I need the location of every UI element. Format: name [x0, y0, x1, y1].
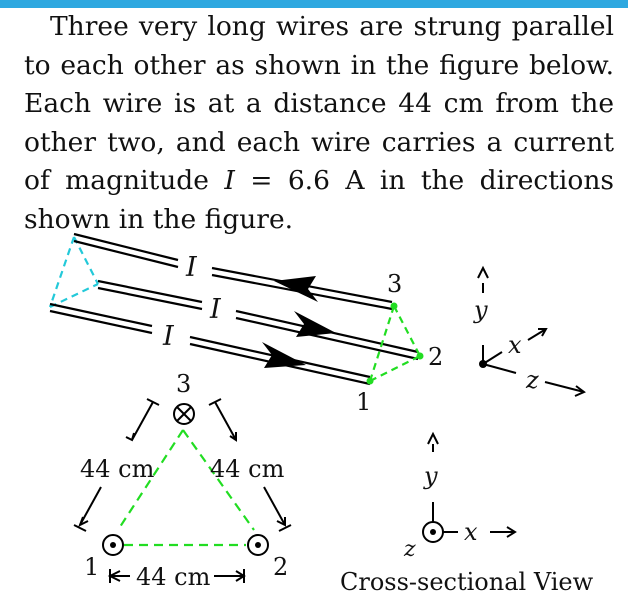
dimension-left: [73, 398, 160, 532]
wire-2-out-of-page-symbol: [247, 534, 269, 556]
accent-bar: [0, 0, 628, 8]
cross-label-2: 2: [273, 553, 288, 581]
axes-3d: [477, 265, 586, 397]
dimension-right: [208, 398, 292, 532]
figure-caption: Cross-sectional View: [340, 568, 594, 592]
problem-text-1: Three very long wires are strung paralle…: [24, 11, 614, 196]
axis-2d-x-label: x: [464, 518, 478, 546]
current-arrow-wire-1: [262, 342, 306, 368]
distance-label-right: 44 cm: [210, 455, 285, 483]
wire-2: [97, 279, 419, 361]
near-end-triangle: [368, 305, 421, 382]
wire-3-into-page-symbol: [173, 403, 195, 425]
axes-3d-origin: [479, 360, 487, 368]
problem-text-2: = 6.6 A in the directions shown in the f…: [24, 165, 614, 235]
axis-2d-z-label: z: [403, 537, 416, 562]
wire-1-end-dot: [366, 377, 374, 385]
distance-label-bottom: 44 cm: [136, 563, 211, 591]
cross-label-3: 3: [176, 370, 191, 398]
wire-number-2: 2: [428, 343, 443, 371]
wire-number-1: 1: [356, 388, 371, 416]
axis-3d-x-label: x: [508, 331, 522, 359]
problem-statement: Three very long wires are strung paralle…: [24, 8, 614, 239]
axes-2d: [422, 431, 517, 543]
wire-3-end-dot: [390, 302, 398, 310]
wire-number-3: 3: [387, 270, 402, 298]
wire-2-end-dot: [416, 352, 424, 360]
cross-section-triangle: [117, 429, 255, 547]
far-end-triangle: [48, 236, 99, 308]
axis-2d-y-label: y: [423, 462, 438, 490]
axes-2d-origin-dot: [430, 529, 436, 535]
wire-1-out-of-page-symbol: [102, 534, 124, 556]
dimension-bottom: [107, 569, 246, 583]
current-arrow-wire-3: [274, 276, 318, 302]
cross-label-1: 1: [84, 553, 99, 581]
current-label-wire-1: I: [162, 321, 175, 352]
axis-3d-z-label: z: [525, 366, 539, 394]
axis-3d-y-label: y: [473, 296, 488, 324]
current-label-wire-3: I: [185, 252, 198, 283]
current-variable: I: [224, 165, 235, 196]
current-label-wire-2: I: [209, 294, 222, 325]
distance-label-left: 44 cm: [80, 455, 155, 483]
current-arrow-wire-2: [294, 311, 336, 337]
wire-3: [73, 232, 393, 311]
